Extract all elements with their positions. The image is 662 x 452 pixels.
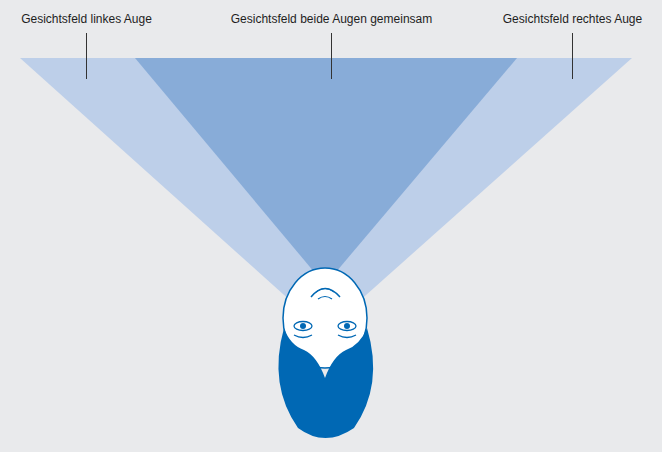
field-label: Gesichtsfeld beide Augen gemeinsam [231,11,432,27]
leader-lines [87,33,573,79]
right-eye-field [135,58,632,312]
field-label: Gesichtsfeld rechtes Auge [503,11,642,27]
binocular-field [135,58,517,285]
head [278,268,373,438]
field-label: Gesichtsfeld linkes Auge [21,11,152,27]
